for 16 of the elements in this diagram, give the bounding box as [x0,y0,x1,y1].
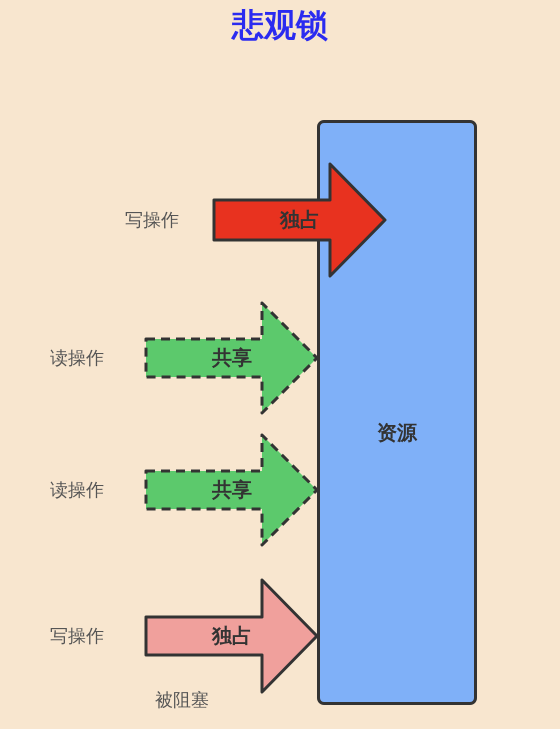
resource-box [317,120,477,705]
node-label: 资源 [377,420,417,446]
block-arrow [144,434,318,546]
block-arrow [144,302,318,414]
operation-label: 写操作 [50,622,146,650]
operation-label: 写操作 [125,206,214,234]
note: 被阻塞 [155,689,209,712]
edge-label: 独占 [212,622,252,650]
edge-label: 共享 [212,344,252,372]
title: 悲观锁 [230,5,329,46]
operation-label: 读操作 [50,344,146,372]
edge-label: 独占 [280,206,320,234]
edge-label: 共享 [212,476,252,504]
operation-label: 读操作 [50,476,146,504]
block-arrow [144,578,318,694]
block-arrow [212,162,386,278]
